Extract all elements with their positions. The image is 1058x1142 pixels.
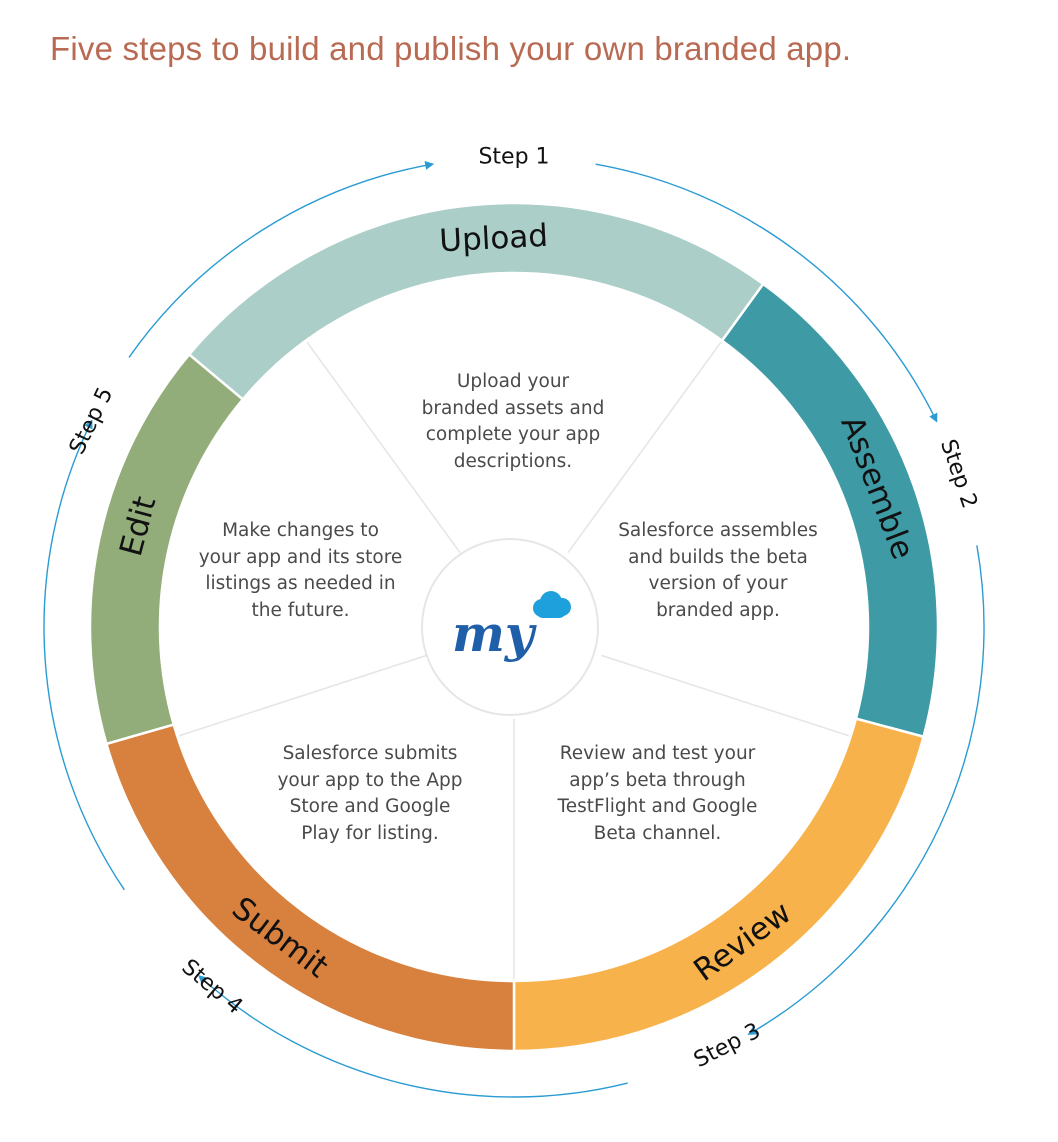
page-title: Five steps to build and publish your own…: [50, 30, 852, 67]
sector-dividers: [178, 341, 850, 979]
divider-line: [601, 654, 850, 737]
cycle-arrows: [43, 160, 985, 1098]
center-logo: my: [421, 538, 599, 716]
band-edit: [88, 352, 245, 746]
step-label-1: Step 1: [478, 145, 549, 170]
step-label-2: Step 2: [935, 436, 982, 511]
cycle-arrow: [595, 163, 938, 423]
my-logo-text: my: [452, 604, 537, 663]
divider-line: [178, 654, 427, 737]
cloud-icon: [533, 591, 571, 618]
step-label-5: Step 5: [65, 384, 119, 459]
step-bands: [88, 201, 940, 1053]
step-label-4: Step 4: [177, 955, 248, 1020]
cycle-arrow: [747, 545, 985, 1035]
divider-line: [306, 341, 461, 554]
divider-line: [567, 341, 722, 554]
center-circle: [421, 538, 599, 716]
step-label-3: Step 3: [690, 1018, 765, 1073]
band-label-upload: Upload: [438, 218, 548, 260]
cycle-arrow: [43, 419, 125, 891]
cycle-arrow: [198, 975, 628, 1098]
cycle-arrow: [128, 160, 435, 358]
